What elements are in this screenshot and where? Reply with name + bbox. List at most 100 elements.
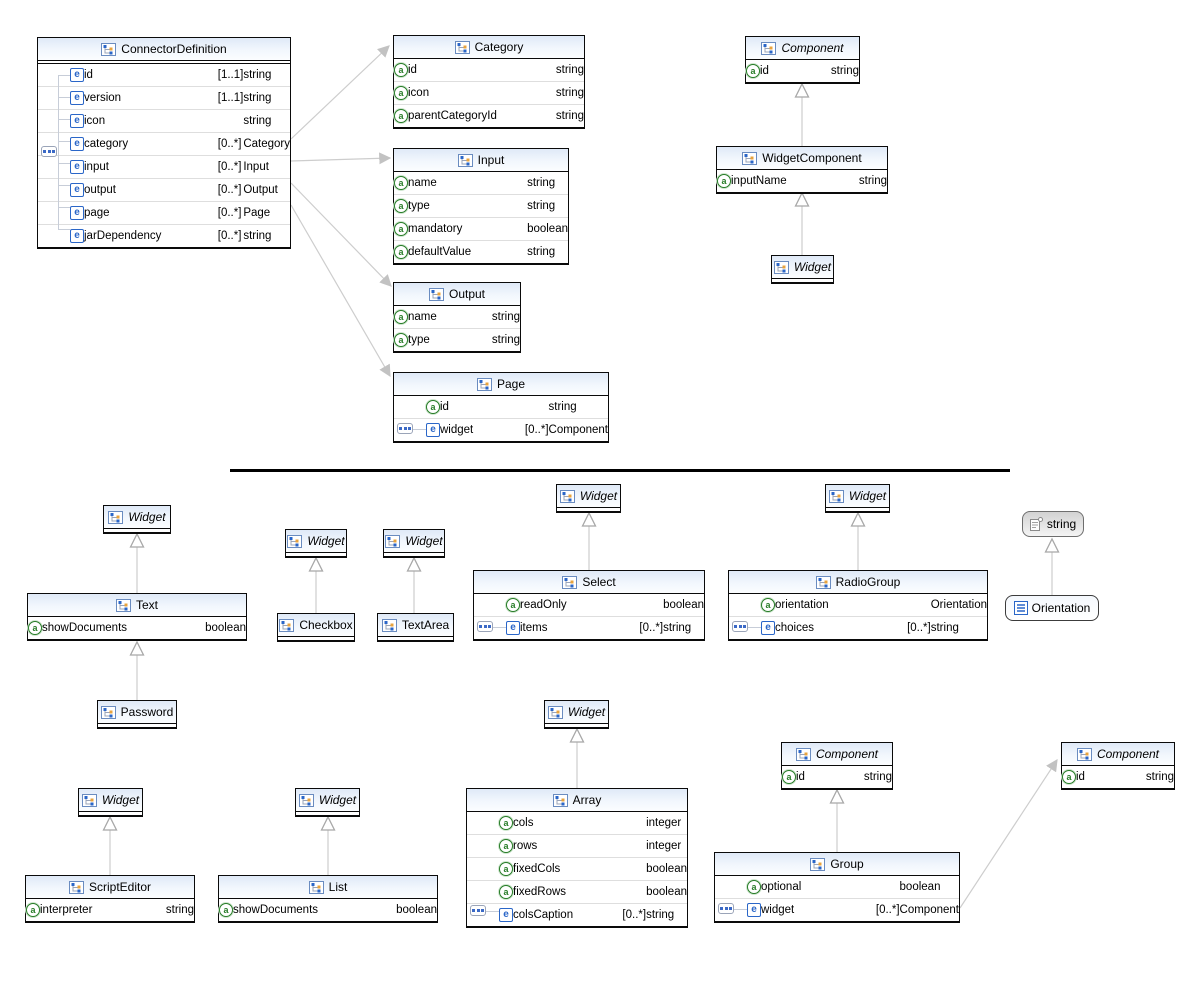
type-box-orientation[interactable]: Orientation — [1005, 595, 1099, 621]
row-name: id — [440, 401, 449, 413]
box-header: Category — [394, 36, 584, 59]
row-name: colsCaption — [513, 903, 623, 926]
row-type: boolean — [396, 904, 437, 916]
class-box-widget-9[interactable]: Widget — [295, 788, 360, 817]
row-type: string — [863, 771, 892, 783]
class-box-widget-1[interactable]: Widget — [771, 255, 834, 284]
empty-compartment — [278, 637, 354, 640]
type-box-string[interactable]: string — [1022, 511, 1084, 537]
attribute-icon: a — [394, 198, 408, 213]
class-box-widget-6[interactable]: Widget — [825, 484, 890, 513]
class-box-widget-5[interactable]: Widget — [556, 484, 621, 513]
class-box-widget-8[interactable]: Widget — [78, 788, 143, 817]
row-type: boolean — [899, 881, 941, 893]
class-box-widget-4[interactable]: Widget — [383, 529, 445, 558]
row-type: string — [830, 65, 859, 77]
box-title: Widget — [128, 510, 166, 524]
reference-arrow[interactable] — [290, 182, 392, 287]
row-name: cols — [513, 817, 534, 829]
reference-arrow[interactable] — [290, 45, 390, 140]
class-box-widget-3[interactable]: Widget — [285, 529, 347, 558]
reference-arrow[interactable] — [290, 204, 391, 378]
row-cardinality: [0..*] — [524, 418, 549, 441]
row-name: id — [796, 771, 805, 783]
box-title: Page — [496, 377, 526, 391]
row-cardinality: [0..*] — [217, 201, 244, 225]
row-cardinality — [622, 834, 647, 858]
row-type: string — [663, 616, 704, 639]
box-header: Widget — [826, 485, 889, 508]
row-cardinality: [0..*] — [217, 155, 244, 179]
class-box-widget-7[interactable]: Widget — [544, 700, 609, 729]
class-box-checkbox[interactable]: Checkbox — [277, 613, 355, 642]
row-name: inputName — [731, 175, 787, 187]
reference-arrow[interactable] — [959, 758, 1058, 909]
attribute-icon: a — [394, 244, 408, 259]
class-box-password[interactable]: Password — [97, 700, 177, 729]
box-header: Checkbox — [278, 614, 354, 637]
reference-arrow[interactable] — [290, 152, 392, 165]
class-box-textarea[interactable]: TextArea — [377, 613, 454, 642]
class-box-widget-2[interactable]: Widget — [103, 505, 171, 534]
box-header: Password — [98, 701, 176, 724]
row-type: boolean — [527, 217, 568, 241]
